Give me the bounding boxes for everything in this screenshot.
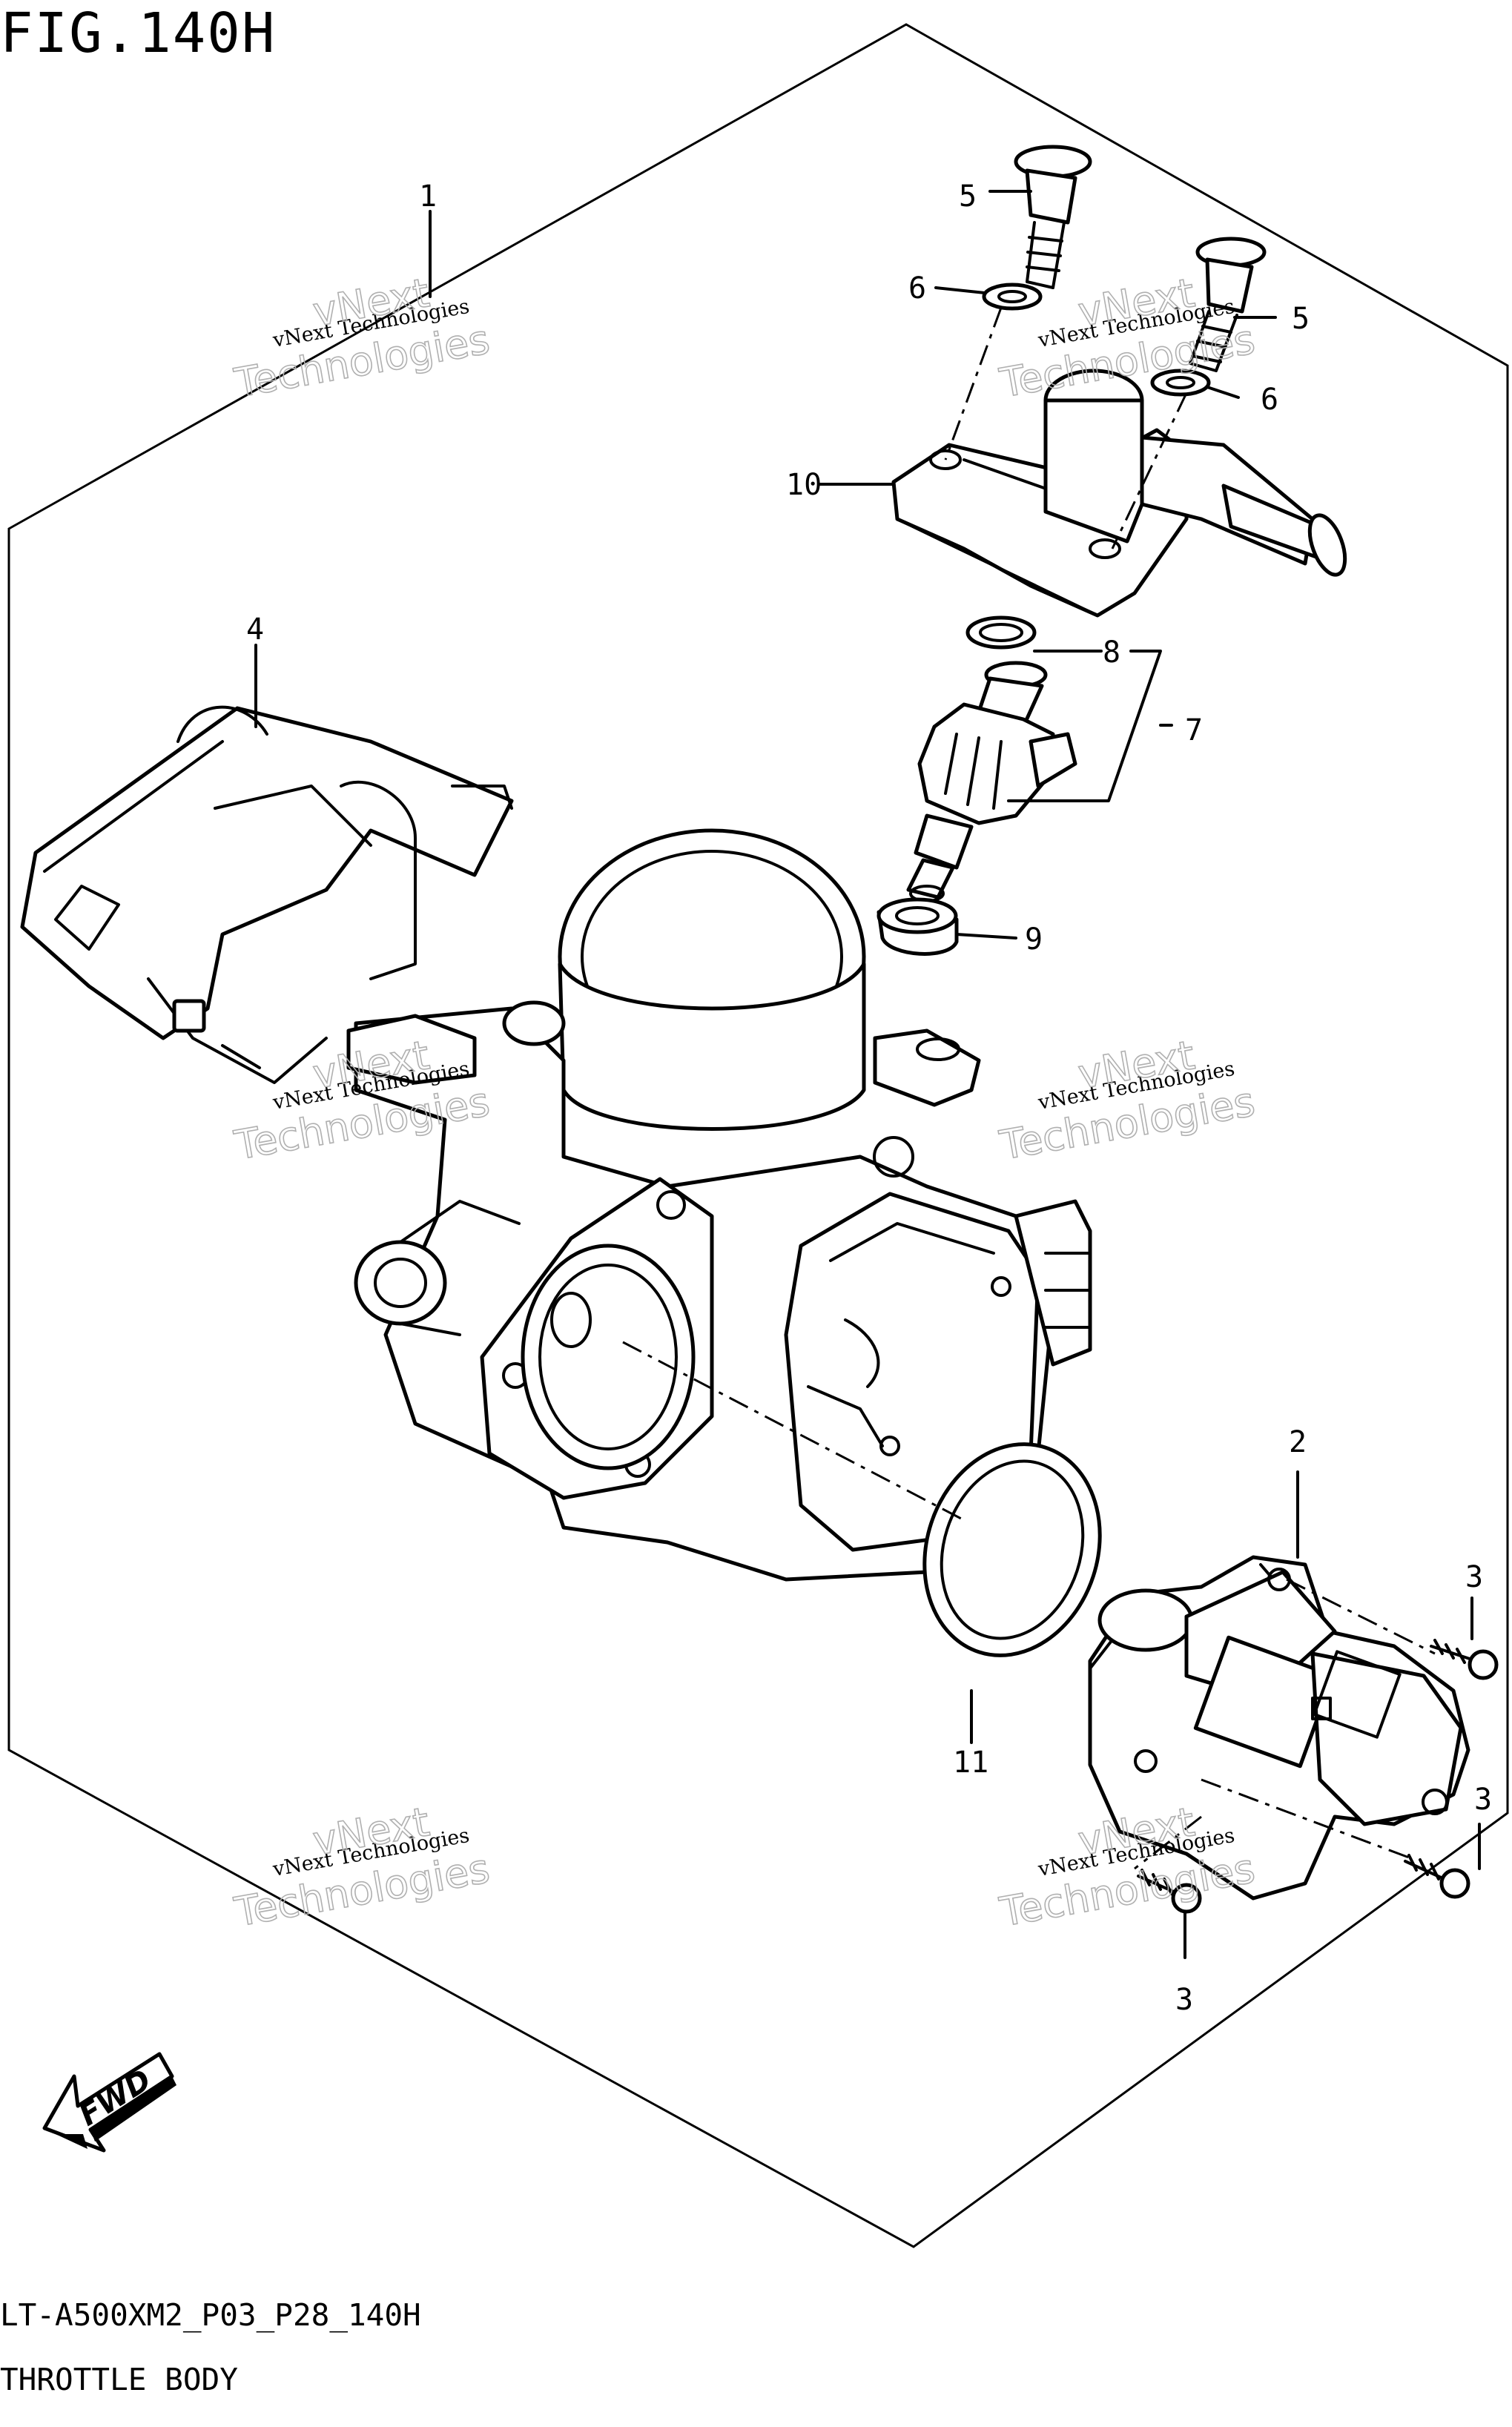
- callout-5a: 5: [959, 179, 977, 214]
- part-5-bolts: [1014, 145, 1267, 372]
- watermark-bottom-left: vNext Technologies vNext Technologies: [231, 1797, 494, 1936]
- part-3-screws: [1137, 1639, 1499, 1914]
- callout-3a: 3: [1465, 1560, 1483, 1594]
- part-9-cushion: [877, 897, 959, 956]
- part-8-o-ring: [965, 615, 1037, 650]
- watermark-top-left: vNext Technologies vNext Technologies: [231, 268, 494, 407]
- callout-1: 1: [419, 179, 437, 214]
- callout-6a: 6: [908, 271, 926, 306]
- callout-11: 11: [953, 1746, 988, 1780]
- figure-title: FIG.140H: [0, 1, 277, 65]
- callout-9: 9: [1025, 922, 1043, 957]
- callout-10: 10: [786, 468, 822, 502]
- callout-2: 2: [1289, 1425, 1307, 1459]
- callout-4: 4: [246, 612, 264, 647]
- model-code: LT-A500XM2_P03_P28_140H: [0, 2297, 421, 2333]
- part-1-throttle-body: [346, 828, 1092, 1582]
- callout-labels: 1 2 3 3 3 4 5 5 6 6 7 8 9 10 11: [246, 179, 1492, 2017]
- assembly-lines: [622, 307, 1436, 1870]
- watermark-mid-right: vNext Technologies vNext Technologies: [996, 1031, 1259, 1169]
- callout-6b: 6: [1261, 383, 1278, 417]
- leader-lines: [254, 190, 1481, 1959]
- part-4-bracket: [20, 705, 514, 1084]
- callout-5b: 5: [1292, 302, 1310, 336]
- fwd-arrow-icon: FWD: [42, 2052, 176, 2153]
- assembly-boundary: [7, 23, 1509, 2248]
- callout-8: 8: [1103, 635, 1120, 670]
- part-10-delivery-pipe: [891, 369, 1347, 618]
- callout-7: 7: [1185, 713, 1203, 747]
- callout-3c: 3: [1175, 1983, 1193, 2017]
- callout-3b: 3: [1474, 1783, 1492, 1817]
- part-2-isc-valve: [1088, 1555, 1470, 1901]
- figure-caption: THROTTLE BODY: [0, 2362, 238, 2397]
- part-7-fuel-injector: [906, 661, 1077, 902]
- part-11-gasket: [922, 1442, 1102, 1657]
- part-6-washers: [982, 283, 1211, 397]
